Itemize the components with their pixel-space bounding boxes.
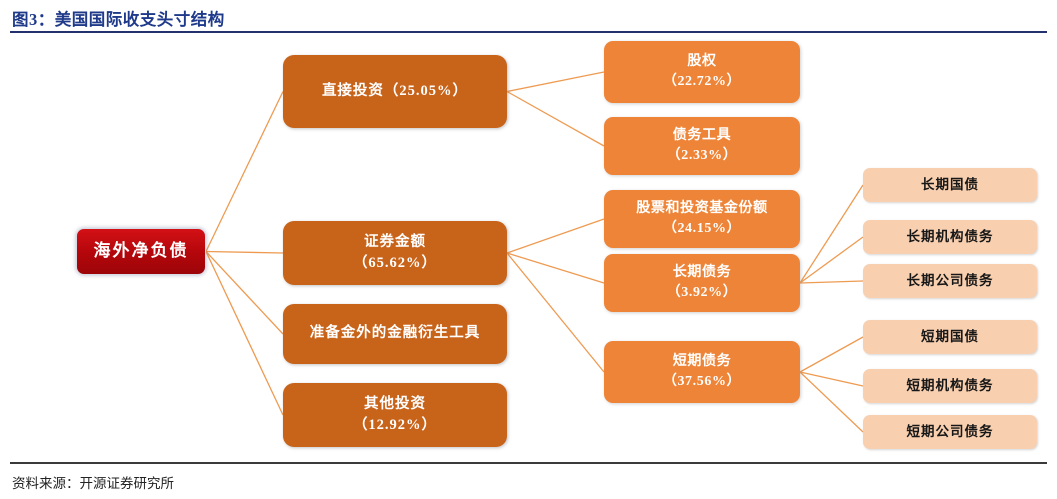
- connector-long-term-debt-to-long-term-agency: [799, 236, 864, 284]
- node-long-term-corporate[interactable]: 长期公司债务: [863, 264, 1037, 298]
- node-label-line: 长期债务: [672, 264, 732, 280]
- node-short-term-corporate[interactable]: 短期公司债务: [863, 415, 1037, 449]
- node-short-term-debt[interactable]: 短期债务 （37.56%）: [604, 341, 800, 403]
- node-long-term-agency[interactable]: 长期机构债务: [863, 220, 1037, 254]
- node-financial-derivatives[interactable]: 准备金外的金融衍生工具: [283, 304, 507, 364]
- source-divider: [10, 462, 1047, 464]
- connector-portfolio-investment-to-equity-and-fund-shares: [506, 218, 605, 254]
- connector-root-to-other-investment: [205, 251, 284, 416]
- node-label-line: 证券金额: [364, 233, 426, 250]
- node-label-line: （24.15%）: [662, 221, 742, 236]
- node-label-line: 股票和投资基金份额: [636, 200, 768, 216]
- node-portfolio-investment[interactable]: 证券金额 （65.62%）: [283, 221, 507, 285]
- node-label-line: （12.92%）: [352, 417, 438, 433]
- node-label-line: 长期公司债务: [906, 273, 994, 289]
- node-label-line: 债务工具: [672, 127, 732, 143]
- node-long-term-debt[interactable]: 长期债务 （3.92%）: [604, 254, 800, 312]
- node-label-line: （22.72%）: [662, 74, 742, 89]
- connector-long-term-debt-to-long-term-treasury: [799, 184, 864, 284]
- node-root-overseas-net-liabilities[interactable]: 海外净负债: [76, 228, 206, 275]
- node-short-term-agency[interactable]: 短期机构债务: [863, 369, 1037, 403]
- node-label-line: 短期国债: [921, 329, 979, 345]
- connector-short-term-debt-to-short-term-agency: [799, 371, 864, 387]
- node-label-line: 其他投资: [364, 395, 426, 412]
- node-short-term-treasury[interactable]: 短期国债: [863, 320, 1037, 354]
- connector-direct-investment-to-equity: [506, 71, 605, 93]
- node-label-line: 海外净负债: [93, 241, 189, 261]
- node-equity[interactable]: 股权 （22.72%）: [604, 41, 800, 103]
- node-debt-instruments[interactable]: 债务工具 （2.33%）: [604, 117, 800, 175]
- connector-root-to-portfolio-investment: [205, 250, 284, 254]
- node-label-line: （2.33%）: [666, 148, 738, 163]
- figure-title: 图3：美国国际收支头寸结构: [12, 10, 225, 29]
- connector-short-term-debt-to-short-term-treasury: [799, 336, 864, 373]
- connector-root-to-direct-investment: [205, 91, 284, 252]
- connector-short-term-debt-to-short-term-corporate: [799, 371, 864, 433]
- figure-source: 资料来源：开源证券研究所: [12, 476, 174, 491]
- connector-root-to-financial-derivatives: [205, 251, 284, 335]
- node-label-line: 短期公司债务: [906, 424, 994, 440]
- node-label-line: 短期债务: [672, 353, 732, 369]
- node-label-line: （37.56%）: [662, 374, 742, 389]
- node-label-line: 长期机构债务: [906, 229, 994, 245]
- node-label-line: 准备金外的金融衍生工具: [309, 325, 481, 342]
- title-divider: [10, 31, 1047, 33]
- node-equity-and-fund-shares[interactable]: 股票和投资基金份额 （24.15%）: [604, 190, 800, 248]
- node-label-line: 短期机构债务: [906, 378, 994, 394]
- node-label-line: （65.62%）: [352, 255, 438, 271]
- connector-direct-investment-to-debt-instruments: [506, 90, 605, 147]
- node-label-line: 直接投资（25.05%）: [321, 82, 469, 99]
- node-label-line: 股权: [687, 53, 717, 69]
- node-label-line: 长期国债: [921, 177, 979, 193]
- connector-portfolio-investment-to-long-term-debt: [506, 252, 605, 284]
- node-other-investment[interactable]: 其他投资 （12.92%）: [283, 383, 507, 447]
- node-label-line: （3.92%）: [666, 285, 738, 300]
- connector-portfolio-investment-to-short-term-debt: [506, 252, 605, 373]
- node-long-term-treasury[interactable]: 长期国债: [863, 168, 1037, 202]
- connector-long-term-debt-to-long-term-corporate: [799, 280, 864, 284]
- node-direct-investment[interactable]: 直接投资（25.05%）: [283, 55, 507, 128]
